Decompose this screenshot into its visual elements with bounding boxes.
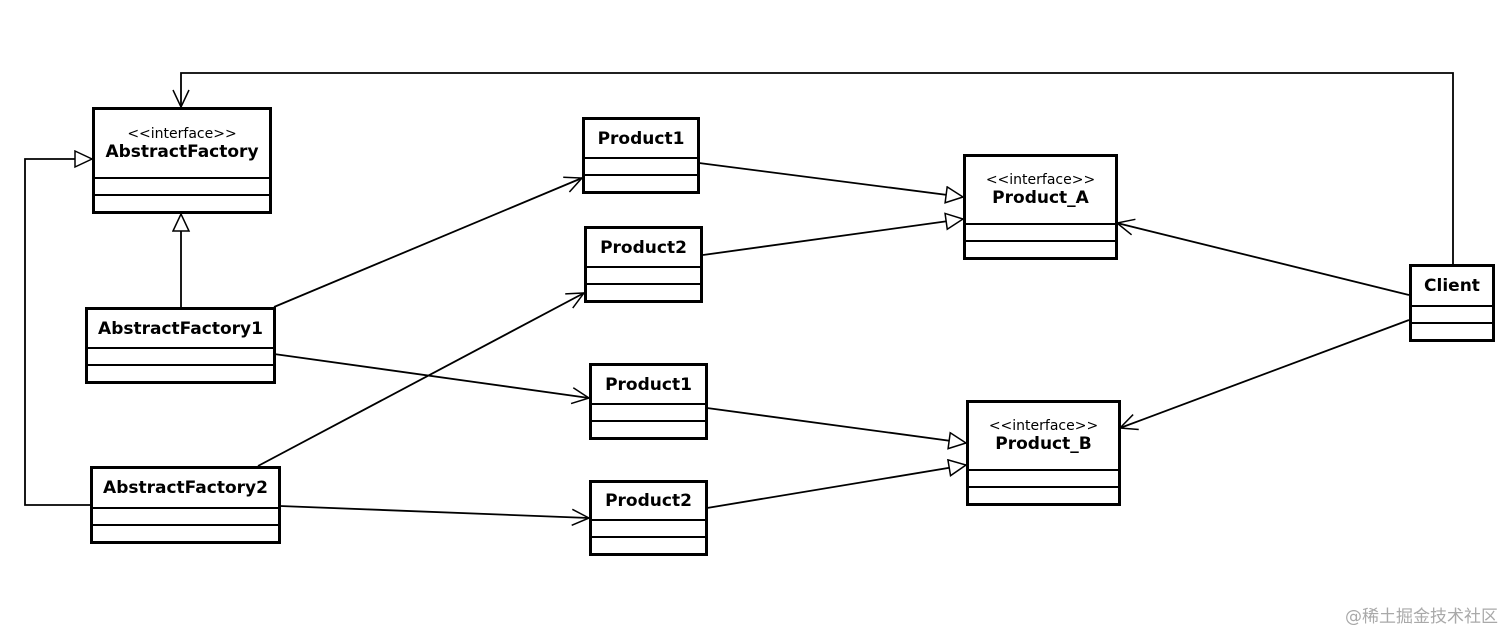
attributes-compartment [966, 223, 1115, 240]
class-header: <<interface>> AbstractFactory [95, 110, 269, 177]
operations-compartment [93, 524, 278, 541]
class-name: Product2 [605, 491, 692, 511]
class-header: AbstractFactory2 [93, 469, 278, 507]
class-name: Product_B [995, 434, 1092, 454]
operations-compartment [88, 364, 273, 381]
class-name: Product_A [992, 188, 1089, 208]
operations-compartment [966, 240, 1115, 257]
class-abstractfactory2: AbstractFactory2 [90, 466, 281, 544]
abstractfactory1-to-product1-top [273, 176, 584, 308]
watermark-text: @稀土掘金技术社区 [1345, 607, 1498, 627]
class-header: Product1 [592, 366, 705, 403]
class-header: <<interface>> Product_B [969, 403, 1118, 469]
class-product-a: <<interface>> Product_A [963, 154, 1118, 260]
operations-compartment [587, 283, 700, 300]
stereotype-label: <<interface>> [988, 418, 1099, 434]
class-header: Product1 [585, 120, 697, 157]
class-name: Product1 [605, 374, 692, 395]
attributes-compartment [969, 469, 1118, 486]
class-name: Product1 [597, 128, 685, 149]
class-product2-lower: Product2 [589, 480, 708, 556]
product1-realizes-product-b [706, 407, 966, 443]
product2-realizes-product-b [706, 465, 966, 509]
abstractfactory2-to-product2-top [257, 292, 586, 467]
attributes-compartment [95, 177, 269, 194]
class-abstractfactory1: AbstractFactory1 [85, 307, 276, 384]
class-name: AbstractFactory2 [103, 478, 268, 498]
stereotype-label: <<interface>> [985, 172, 1096, 188]
abstractfactory2-to-product2-lower [279, 505, 591, 527]
client-to-product-a [1115, 218, 1410, 296]
class-header: <<interface>> Product_A [966, 157, 1115, 223]
operations-compartment [969, 486, 1118, 503]
attributes-compartment [1412, 305, 1492, 322]
class-product1-top: Product1 [582, 117, 700, 194]
attributes-compartment [592, 519, 705, 536]
class-header: Product2 [587, 229, 700, 266]
operations-compartment [585, 174, 697, 191]
class-header: AbstractFactory1 [88, 310, 273, 347]
class-product2-top: Product2 [584, 226, 703, 303]
operations-compartment [1412, 322, 1492, 339]
operations-compartment [95, 194, 269, 211]
class-product1-lower: Product1 [589, 363, 708, 440]
attributes-compartment [585, 157, 697, 174]
class-name: AbstractFactory1 [98, 318, 263, 339]
class-header: Product2 [592, 483, 705, 519]
product1-realizes-product-a [698, 162, 963, 197]
product2-realizes-product-a [702, 219, 963, 256]
operations-compartment [592, 536, 705, 553]
class-abstractfactory: <<interface>> AbstractFactory [92, 107, 272, 214]
attributes-compartment [88, 347, 273, 364]
abstractfactory2-realizes-abstractfactory [24, 159, 92, 506]
attributes-compartment [592, 403, 705, 420]
class-name: Product2 [600, 237, 687, 258]
class-client: Client [1409, 264, 1495, 342]
client-to-product-b [1118, 319, 1410, 431]
class-header: Client [1412, 267, 1492, 305]
class-name: AbstractFactory [105, 141, 259, 162]
client-to-abstractfactory-association [172, 72, 1454, 268]
operations-compartment [592, 420, 705, 437]
abstractfactory1-to-product1-lower [273, 353, 591, 405]
class-product-b: <<interface>> Product_B [966, 400, 1121, 506]
attributes-compartment [93, 507, 278, 524]
class-name: Client [1424, 276, 1480, 296]
stereotype-label: <<interface>> [127, 125, 237, 142]
attributes-compartment [587, 266, 700, 283]
